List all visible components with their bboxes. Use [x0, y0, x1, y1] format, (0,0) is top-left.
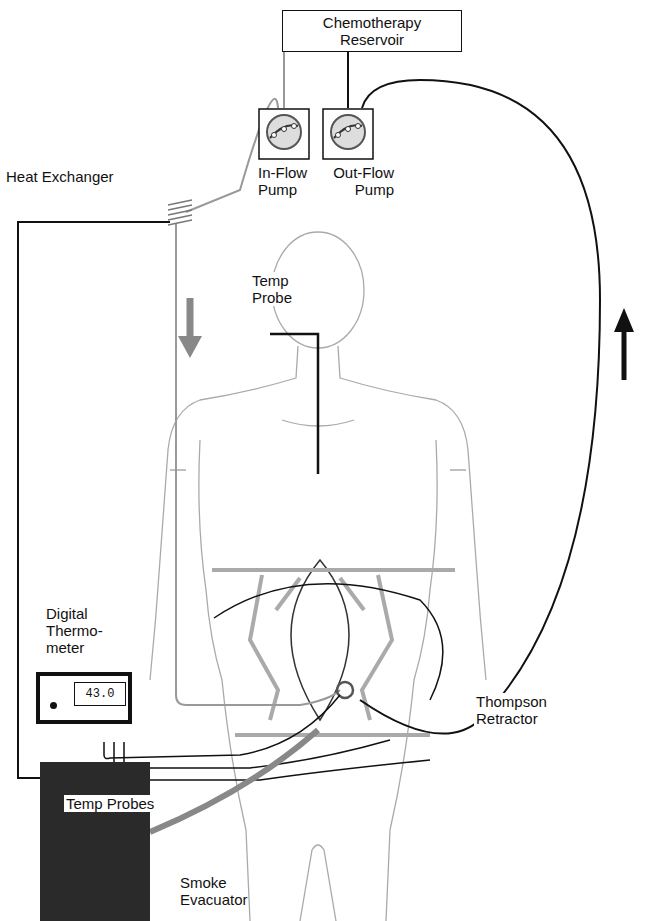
connector [348, 52, 349, 108]
part-name: Temp Probes [64, 795, 178, 812]
smoke-tube [150, 730, 318, 832]
part-name: Thompson Retractor [474, 693, 568, 727]
display-window: 43.0 [74, 682, 126, 706]
pump-icon [258, 108, 310, 160]
pump: In-Flow Pump [258, 108, 310, 198]
pump: Out-Flow Pump [322, 108, 374, 198]
thermometer-display: 43.0 [36, 672, 132, 724]
reading: 43.0 [75, 683, 125, 705]
thermometer-label: Digital Thermo- meter [46, 605, 116, 656]
exchanger-line [18, 222, 170, 778]
display-dot [50, 702, 57, 709]
pump-label: In-Flow Pump [258, 164, 330, 198]
head-temp-probe [270, 334, 318, 474]
evacuator-label: Smoke Evacuator [180, 874, 260, 908]
part-name: Heat Exchanger [4, 168, 128, 185]
inflow-tube [176, 224, 340, 705]
outflow-tube [214, 584, 443, 700]
body-outline [150, 232, 486, 921]
flow-arrow [178, 298, 634, 380]
heat-exchanger-coil [168, 200, 192, 225]
outflow-tube [360, 80, 600, 734]
box-label: Chemotherapy Reservoir [291, 14, 453, 48]
connector [284, 52, 285, 108]
pump-icon [322, 108, 374, 160]
retractor [212, 570, 455, 735]
part-name: Temp Probe [250, 272, 314, 306]
reservoir-box: Chemotherapy Reservoir [282, 10, 462, 52]
thermometer: Digital Thermo- meter 43.0 [36, 605, 132, 724]
smoke-evacuator: Smoke Evacuator [40, 762, 150, 921]
pump-label: Out-Flow Pump [322, 164, 394, 198]
